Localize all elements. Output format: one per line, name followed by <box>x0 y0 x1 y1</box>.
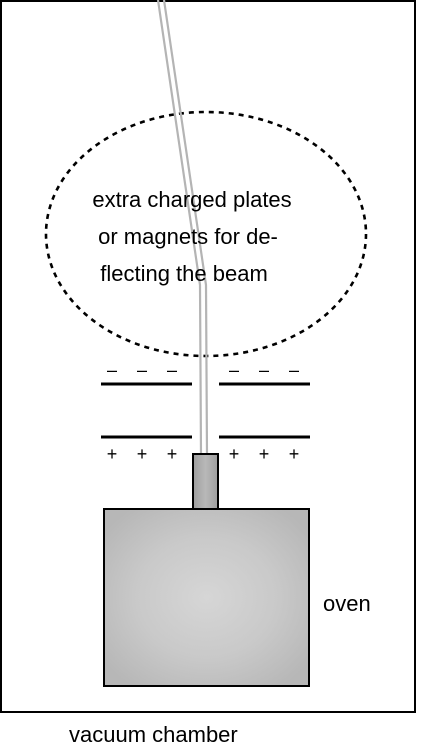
atomic-beam <box>156 0 209 456</box>
plus-sign: + <box>289 444 300 464</box>
minus-sign: – <box>107 360 117 380</box>
negative-charge-signs: – – – – – – <box>107 360 299 380</box>
plus-sign: + <box>137 444 148 464</box>
vacuum-chamber-outline <box>0 0 416 713</box>
deflection-label-line-3: flecting the beam <box>100 261 268 286</box>
oven-body <box>103 508 310 687</box>
oven-label: oven <box>323 591 371 616</box>
deflection-label-line-1: extra charged plates <box>92 187 291 212</box>
plus-sign: + <box>259 444 270 464</box>
deflection-region-label: extra charged plates or magnets for de- … <box>92 187 291 286</box>
plus-sign: + <box>107 444 118 464</box>
deflection-label-line-2: or magnets for de- <box>98 224 278 249</box>
plus-sign: + <box>229 444 240 464</box>
oven-nozzle <box>192 453 219 511</box>
deflection-plates <box>101 382 310 439</box>
vacuum-chamber-label: vacuum chamber <box>69 722 238 745</box>
minus-sign: – <box>229 360 239 380</box>
plus-sign: + <box>167 444 178 464</box>
minus-sign: – <box>289 360 299 380</box>
minus-sign: – <box>259 360 269 380</box>
minus-sign: – <box>137 360 147 380</box>
minus-sign: – <box>167 360 177 380</box>
positive-charge-signs: + + + + + + <box>107 444 300 464</box>
